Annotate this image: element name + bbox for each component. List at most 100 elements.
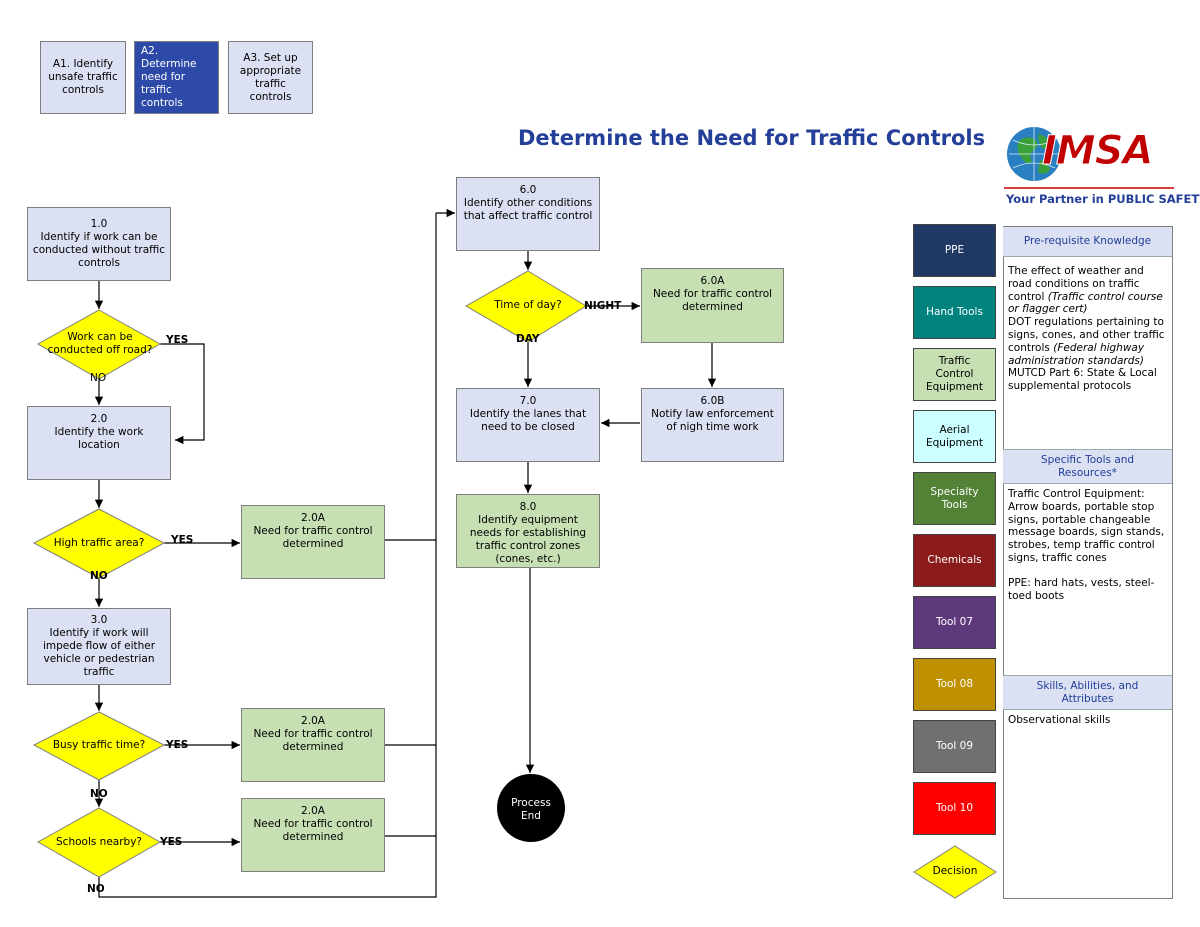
- outcome-2-0a-schools[interactable]: 2.0A Need for traffic control determined: [241, 798, 385, 872]
- step-3-0-text: Identify if work will impede flow of eit…: [42, 627, 156, 678]
- prereq-body: The effect of weather and road condition…: [1008, 265, 1170, 393]
- process-end-shape: [497, 774, 565, 842]
- step-3-0[interactable]: 3.0 Identify if work will impede flow of…: [27, 608, 171, 685]
- step-7-0[interactable]: 7.0 Identify the lanes that need to be c…: [456, 388, 600, 462]
- legend-label: Tool 07: [935, 616, 974, 628]
- tab-a1[interactable]: A1. Identify unsafe traffic controls: [40, 41, 126, 114]
- decision-busy-time[interactable]: Busy traffic time?: [52, 739, 146, 751]
- legend-label: Specialty Tools: [930, 485, 979, 511]
- prereq-line: MUTCD Part 6: State & Local supplemental…: [1008, 367, 1157, 393]
- legend-item-traffic-control-equipment: Traffic Control Equipment: [913, 348, 996, 401]
- step-1-0-text: Identify if work can be conducted withou…: [32, 231, 166, 269]
- outcome-2-0a-id: 2.0A: [301, 512, 325, 524]
- legend-item-tool-08: Tool 08: [913, 658, 996, 711]
- prereq-line: DOT regulations pertaining to signs, con…: [1008, 316, 1165, 367]
- step-8-0[interactable]: 8.0 Identify equipment needs for establi…: [456, 494, 600, 568]
- edge-no-schools: NO: [87, 883, 105, 895]
- legend-label: Tool 10: [935, 802, 974, 814]
- step-6-0-text: Identify other conditions that affect tr…: [463, 197, 593, 222]
- outcome-2-0a-id: 2.0A: [301, 805, 325, 817]
- outcome-2-0a-text: Need for traffic control determined: [253, 728, 373, 753]
- decision-high-traffic[interactable]: High traffic area?: [53, 537, 145, 549]
- decision-shape-high-traffic: [32, 508, 166, 579]
- decision-shape-busy-time: [32, 711, 166, 781]
- legend-item-ppe: PPE: [913, 224, 996, 277]
- step-8-0-text: Identify equipment needs for establishin…: [469, 514, 587, 565]
- tab-a2[interactable]: A2. Determine need for traffic controls: [134, 41, 219, 114]
- edge-yes-schools: YES: [160, 836, 183, 848]
- legend-item-aerial-equipment: Aerial Equipment: [913, 410, 996, 463]
- legend-item-tool-10: Tool 10: [913, 782, 996, 835]
- step-6-0b-text: Notify law enforcement of nigh time work: [651, 408, 774, 433]
- step-6-0[interactable]: 6.0 Identify other conditions that affec…: [456, 177, 600, 251]
- step-8-0-id: 8.0: [519, 501, 537, 513]
- tab-a1-label: A1. Identify unsafe traffic controls: [48, 58, 118, 96]
- outcome-6-0a[interactable]: 6.0A Need for traffic control determined: [641, 268, 784, 343]
- edge-yes-high-traffic: YES: [171, 534, 194, 546]
- edge-no-high-traffic: NO: [90, 570, 108, 582]
- step-7-0-text: Identify the lanes that need to be close…: [469, 408, 587, 433]
- decision-schools[interactable]: Schools nearby?: [56, 836, 142, 848]
- step-1-0-id: 1.0: [90, 218, 108, 230]
- skills-heading: Skills, Abilities, and Attributes: [1003, 675, 1172, 710]
- decision-shape-time-of-day: [464, 270, 587, 343]
- step-2-0-id: 2.0: [90, 413, 108, 425]
- logo-brand: IMSA: [1041, 128, 1153, 175]
- edge-yes-busy-time: YES: [166, 739, 189, 751]
- skills-body: Observational skills: [1008, 714, 1170, 727]
- tab-a2-label: A2. Determine need for traffic controls: [141, 45, 197, 109]
- prereq-line: The effect of weather and road condition…: [1008, 265, 1163, 316]
- tools-heading: Specific Tools and Resources*: [1003, 449, 1172, 484]
- legend-item-tool-09: Tool 09: [913, 720, 996, 773]
- step-3-0-id: 3.0: [90, 614, 108, 626]
- legend-item-hand-tools: Hand Tools: [913, 286, 996, 339]
- knowledge-panel: [1003, 226, 1173, 899]
- outcome-2-0a-high-traffic[interactable]: 2.0A Need for traffic control determined: [241, 505, 385, 579]
- step-7-0-id: 7.0: [519, 395, 537, 407]
- edge-yes-off-road: YES: [166, 334, 189, 346]
- edge-night: NIGHT: [584, 300, 622, 312]
- legend-label: Tool 09: [935, 740, 974, 752]
- step-1-0[interactable]: 1.0 Identify if work can be conducted wi…: [27, 207, 171, 281]
- page-title: Determine the Need for Traffic Controls: [518, 126, 986, 150]
- process-end-text: Process End: [511, 797, 551, 822]
- legend-label: Decision: [932, 865, 978, 877]
- decision-shape-schools: [36, 807, 162, 878]
- tools-body: Traffic Control Equipment: Arrow boards,…: [1008, 488, 1170, 602]
- tab-a3[interactable]: A3. Set up appropriate traffic controls: [228, 41, 313, 114]
- step-6-0b-id: 6.0B: [700, 395, 725, 407]
- step-2-0-text: Identify the work location: [54, 426, 144, 451]
- legend-label: Tool 08: [935, 678, 974, 690]
- outcome-6-0a-text: Need for traffic control determined: [652, 288, 773, 313]
- process-end[interactable]: Process End: [497, 797, 565, 823]
- prereq-heading: Pre-requisite Knowledge: [1003, 227, 1172, 257]
- legend-item-chemicals: Chemicals: [913, 534, 996, 587]
- outcome-2-0a-id: 2.0A: [301, 715, 325, 727]
- edge-no-busy-time: NO: [90, 788, 108, 800]
- decision-time-of-day[interactable]: Time of day?: [494, 299, 562, 311]
- tools-line: Traffic Control Equipment: Arrow boards,…: [1008, 488, 1165, 564]
- outcome-2-0a-text: Need for traffic control determined: [253, 818, 373, 843]
- legend-decision-shape: [913, 845, 997, 899]
- outcome-2-0a-busy-time[interactable]: 2.0A Need for traffic control determined: [241, 708, 385, 782]
- skills-line: Observational skills: [1008, 714, 1111, 726]
- logo-tagline: Your Partner in PUBLIC SAFETY: [1006, 192, 1200, 206]
- step-6-0-id: 6.0: [519, 184, 537, 196]
- edge-no-off-road: NO: [90, 372, 107, 384]
- step-6-0b[interactable]: 6.0B Notify law enforcement of nigh time…: [641, 388, 784, 462]
- legend-item-decision: Decision: [913, 845, 997, 899]
- step-2-0[interactable]: 2.0 Identify the work location: [27, 406, 171, 480]
- legend-label: Chemicals: [927, 554, 982, 566]
- legend-item-tool-07: Tool 07: [913, 596, 996, 649]
- legend-label: Aerial Equipment: [926, 423, 983, 449]
- decision-shape-off-road: [36, 309, 162, 380]
- imsa-logo: IMSA Your Partner in PUBLIC SAFETY: [1004, 120, 1200, 212]
- legend-label: Hand Tools: [926, 306, 983, 318]
- tools-line: PPE: hard hats, vests, steel-toed boots: [1008, 576, 1155, 602]
- legend-label: PPE: [944, 244, 965, 256]
- legend-item-specialty-tools: Specialty Tools: [913, 472, 996, 525]
- decision-off-road[interactable]: Work can be conducted off road?: [47, 331, 153, 356]
- edge-day: DAY: [516, 333, 540, 345]
- globe-icon: [1004, 127, 1174, 189]
